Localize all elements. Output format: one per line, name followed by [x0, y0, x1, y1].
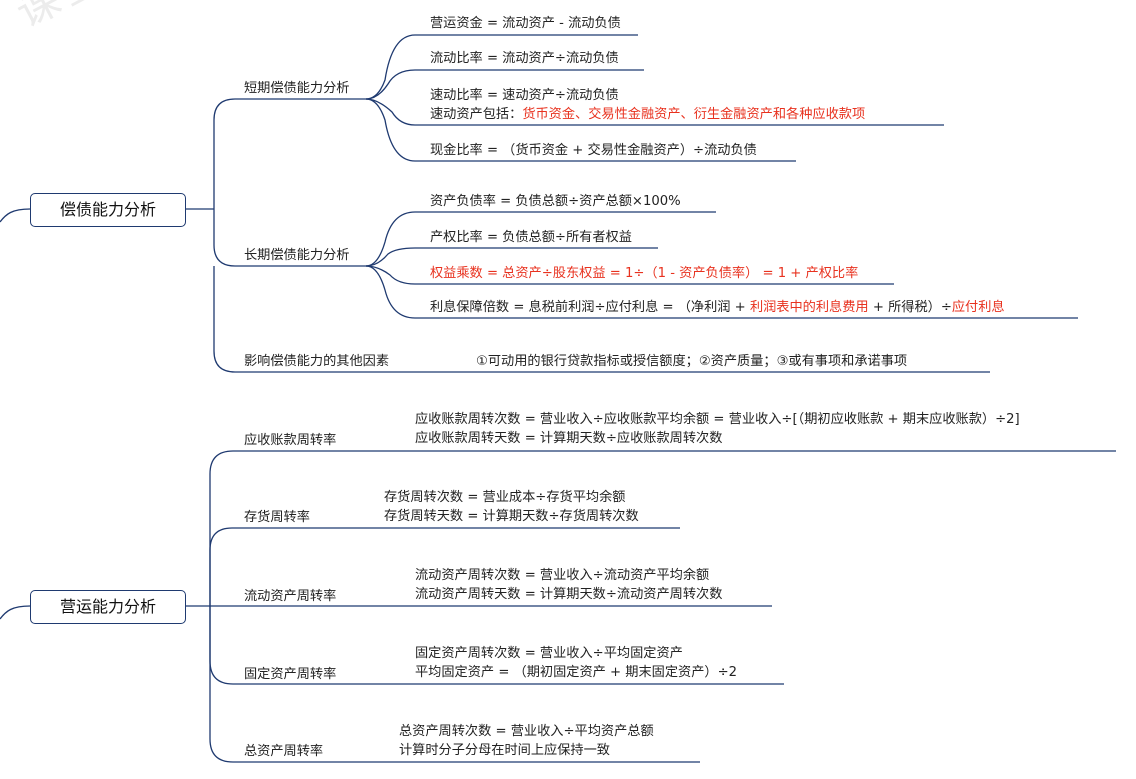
fixed-assets-line2[interactable]: 平均固定资产 = （期初固定资产 + 期末固定资产）÷2	[415, 665, 738, 680]
quick-assets-items: 货币资金、交易性金融资产、衍生金融资产和各种应收款项	[522, 107, 866, 122]
root-node-solvency[interactable]: 偿债能力分析	[30, 193, 186, 227]
receivables-line2[interactable]: 应收账款周转天数 = 计算期天数÷应收账款周转次数	[415, 431, 723, 446]
interest-expense: 利润表中的利息费用	[749, 300, 869, 315]
node-cash-ratio[interactable]: 现金比率 = （货币资金 + 交易性金融资产）÷流动负债	[430, 143, 757, 158]
node-other-content[interactable]: ①可动用的银行贷款指标或授信额度；②资产质量；③或有事项和承诺事项	[476, 354, 908, 369]
node-inventory-turnover[interactable]: 存货周转率	[244, 510, 310, 525]
link-inventory	[209, 527, 366, 606]
fixed-assets-line1[interactable]: 固定资产周转次数 = 营业收入÷平均固定资产	[415, 646, 683, 661]
root-node-operation[interactable]: 营运能力分析	[30, 590, 186, 624]
node-working-capital[interactable]: 营运资金 = 流动资产 - 流动负债	[430, 16, 621, 31]
root-stub-solvency	[0, 208, 31, 223]
link-total-assets	[209, 606, 380, 763]
node-fixed-assets-turnover[interactable]: 固定资产周转率	[244, 667, 337, 682]
node-long-term[interactable]: 长期偿债能力分析	[244, 248, 350, 263]
current-assets-line1[interactable]: 流动资产周转次数 = 营业收入÷流动资产平均余额	[415, 568, 710, 583]
node-debt-ratio[interactable]: 资产负债率 = 负债总额÷资产总额×100%	[430, 194, 681, 209]
node-equity-multiplier[interactable]: 权益乘数 = 总资产÷股东权益 = 1÷（1 - 资产负债率） = 1 + 产权…	[430, 266, 859, 281]
interest-prefix: 利息保障倍数 = 息税前利润÷应付利息 = （净利润 +	[430, 300, 746, 315]
root-stub-operation	[0, 605, 31, 620]
node-quick-assets[interactable]: 速动资产包括：货币资金、交易性金融资产、衍生金融资产和各种应收款项	[430, 107, 865, 123]
link-equity-multiplier	[365, 265, 894, 285]
link-other	[213, 266, 416, 373]
receivables-line1[interactable]: 应收账款周转次数 = 营业收入÷应收账款平均余额 = 营业收入÷[（期初应收账款…	[415, 412, 1020, 427]
node-quick-ratio[interactable]: 速动比率 = 速动资产÷流动负债	[430, 88, 619, 103]
link-receivables	[209, 450, 396, 606]
total-assets-line1[interactable]: 总资产周转次数 = 营业收入÷平均资产总额	[399, 724, 654, 739]
node-total-assets-turnover[interactable]: 总资产周转率	[244, 744, 324, 759]
interest-mid: + 所得税）÷	[872, 300, 952, 315]
node-receivables-turnover[interactable]: 应收账款周转率	[244, 433, 337, 448]
quick-assets-prefix: 速动资产包括：	[430, 107, 523, 122]
link-cash-ratio	[365, 98, 796, 162]
node-current-ratio[interactable]: 流动比率 = 流动资产÷流动负债	[430, 51, 619, 66]
node-short-term[interactable]: 短期偿债能力分析	[244, 81, 350, 96]
link-current-ratio	[365, 69, 644, 100]
node-interest-coverage[interactable]: 利息保障倍数 = 息税前利润÷应付利息 = （净利润 + 利润表中的利息费用 +…	[430, 300, 1005, 316]
link-quick-ratio	[365, 98, 944, 126]
link-short-term	[213, 98, 366, 209]
node-current-assets-turnover[interactable]: 流动资产周转率	[244, 589, 337, 604]
total-assets-line2[interactable]: 计算时分子分母在时间上应保持一致	[399, 743, 610, 758]
link-interest	[365, 265, 1078, 319]
inventory-line2[interactable]: 存货周转天数 = 计算期天数÷存货周转次数	[384, 509, 639, 524]
current-assets-line2[interactable]: 流动资产周转天数 = 计算期天数÷流动资产周转次数	[415, 587, 723, 602]
node-equity-ratio[interactable]: 产权比率 = 负债总额÷所有者权益	[430, 230, 632, 245]
inventory-line1[interactable]: 存货周转次数 = 营业成本÷存货平均余额	[384, 490, 626, 505]
link-long-term	[213, 209, 366, 267]
interest-payable: 应付利息	[951, 300, 1005, 315]
link-debt-ratio	[365, 211, 716, 267]
node-other-factors[interactable]: 影响偿债能力的其他因素	[244, 354, 390, 369]
link-equity-ratio	[365, 247, 658, 267]
